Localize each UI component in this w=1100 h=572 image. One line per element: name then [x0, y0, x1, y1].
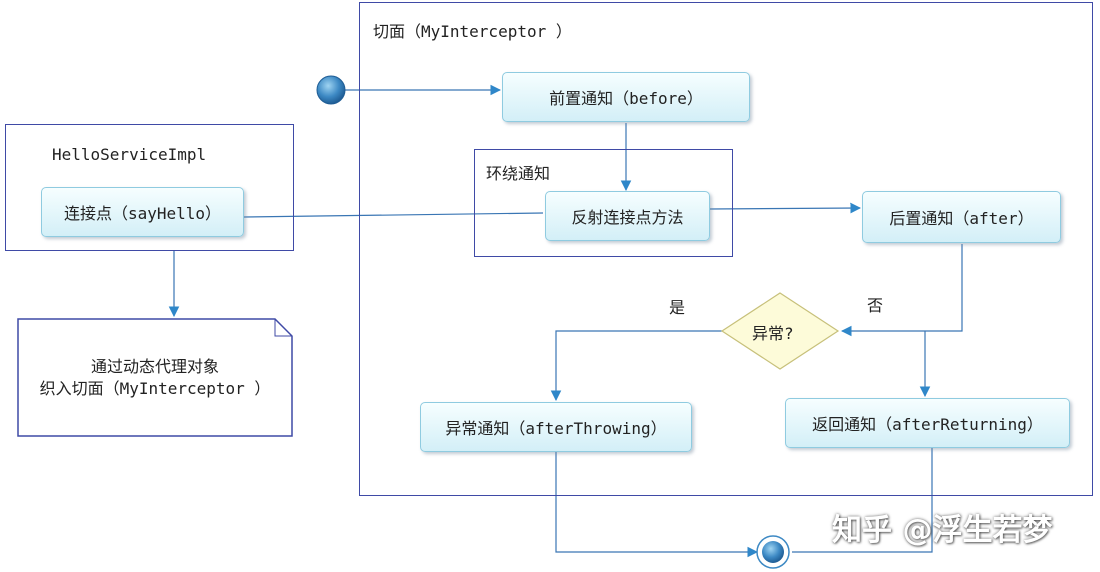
throwing-node: 异常通知（afterThrowing）: [420, 402, 692, 452]
note-line-2: 织入切面（MyInterceptor ）: [39, 378, 271, 398]
impl-frame: [5, 124, 294, 251]
note-line-1: 通过动态代理对象: [90, 356, 219, 376]
joinpoint-node: 连接点（sayHello）: [41, 187, 244, 237]
watermark: 知乎 @浮生若梦: [832, 513, 1053, 548]
returning-node: 返回通知（afterReturning）: [785, 398, 1070, 448]
edge-reflect-after: [709, 202, 862, 214]
decision-label: 异常?: [752, 324, 794, 343]
branch-no-label: 否: [867, 296, 884, 315]
edge-returning-end: [792, 448, 933, 553]
edge-throwing-end: [555, 452, 759, 558]
decision-diamond: [720, 292, 840, 370]
proxy-note: 通过动态代理对象 织入切面（MyInterceptor ）: [17, 318, 293, 437]
around-title: 环绕通知: [486, 164, 551, 183]
before-node: 前置通知（before）: [502, 72, 750, 122]
start-node: [316, 75, 346, 105]
note-shape: [17, 318, 293, 437]
end-node: [762, 541, 784, 563]
impl-title: HelloServiceImpl: [52, 145, 207, 164]
reflect-node: 反射连接点方法: [545, 191, 710, 241]
around-frame: [474, 149, 733, 257]
edge-decision-throwing: [550, 330, 722, 402]
aspect-frame: [359, 2, 1093, 496]
aspect-title: 切面（MyInterceptor ）: [373, 22, 572, 41]
branch-yes-label: 是: [669, 298, 686, 317]
after-node: 后置通知（after）: [862, 191, 1061, 243]
edge-after-decision: [840, 244, 963, 337]
